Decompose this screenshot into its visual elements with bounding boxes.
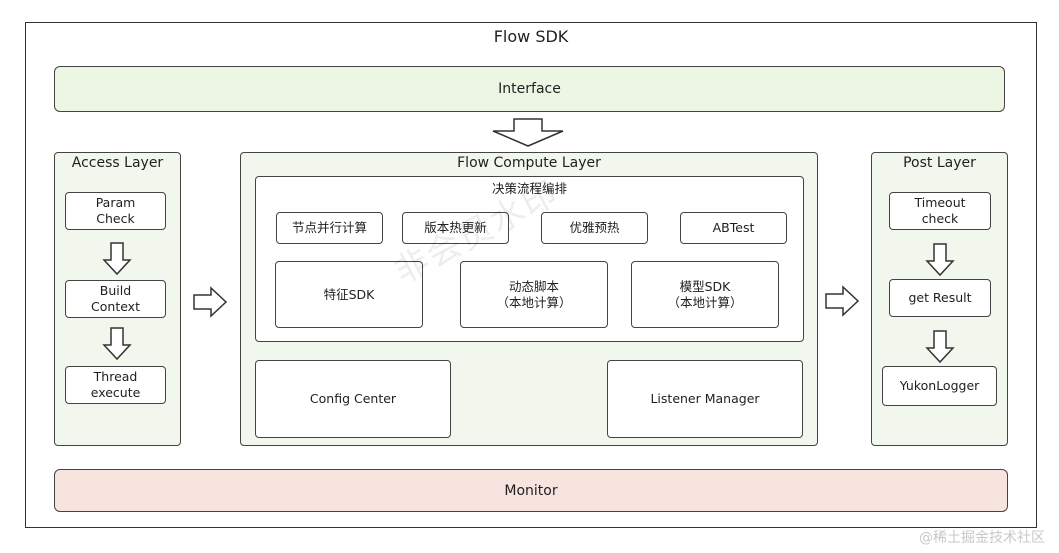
feature-abtest: ABTest [680, 212, 787, 244]
interface-bar: Interface [54, 66, 1005, 112]
down-arrow-icon [492, 118, 564, 147]
monitor-bar: Monitor [54, 469, 1008, 512]
down-arrow-icon [925, 330, 955, 364]
yukonlogger-step: YukonLogger [882, 366, 997, 406]
build-context-step: Build Context [65, 280, 166, 318]
down-arrow-icon [925, 243, 955, 277]
feature-warmup: 优雅预热 [541, 212, 648, 244]
listener-manager: Listener Manager [607, 360, 803, 438]
module-feature-sdk: 特征SDK [275, 261, 423, 328]
orchestration-title: 决策流程编排 [491, 181, 567, 196]
down-arrow-icon [102, 242, 132, 276]
get-result-step: get Result [889, 279, 991, 317]
module-dynamic-script: 动态脚本 （本地计算） [460, 261, 608, 328]
timeout-check-step: Timeout check [889, 192, 991, 230]
compute-layer-title: Flow Compute Layer [457, 155, 601, 171]
site-credit: @稀土掘金技术社区 [919, 530, 1045, 546]
post-layer-title: Post Layer [903, 155, 976, 171]
module-model-sdk: 模型SDK （本地计算） [631, 261, 779, 328]
feature-hot-update: 版本热更新 [402, 212, 509, 244]
right-arrow-icon [193, 286, 228, 318]
diagram-title: Flow SDK [493, 27, 569, 46]
right-arrow-icon [825, 285, 860, 317]
down-arrow-icon [102, 327, 132, 361]
feature-parallel-compute: 节点并行计算 [276, 212, 383, 244]
param-check-step: Param Check [65, 192, 166, 230]
access-layer-title: Access Layer [71, 155, 164, 171]
config-center: Config Center [255, 360, 451, 438]
thread-execute-step: Thread execute [65, 366, 166, 404]
